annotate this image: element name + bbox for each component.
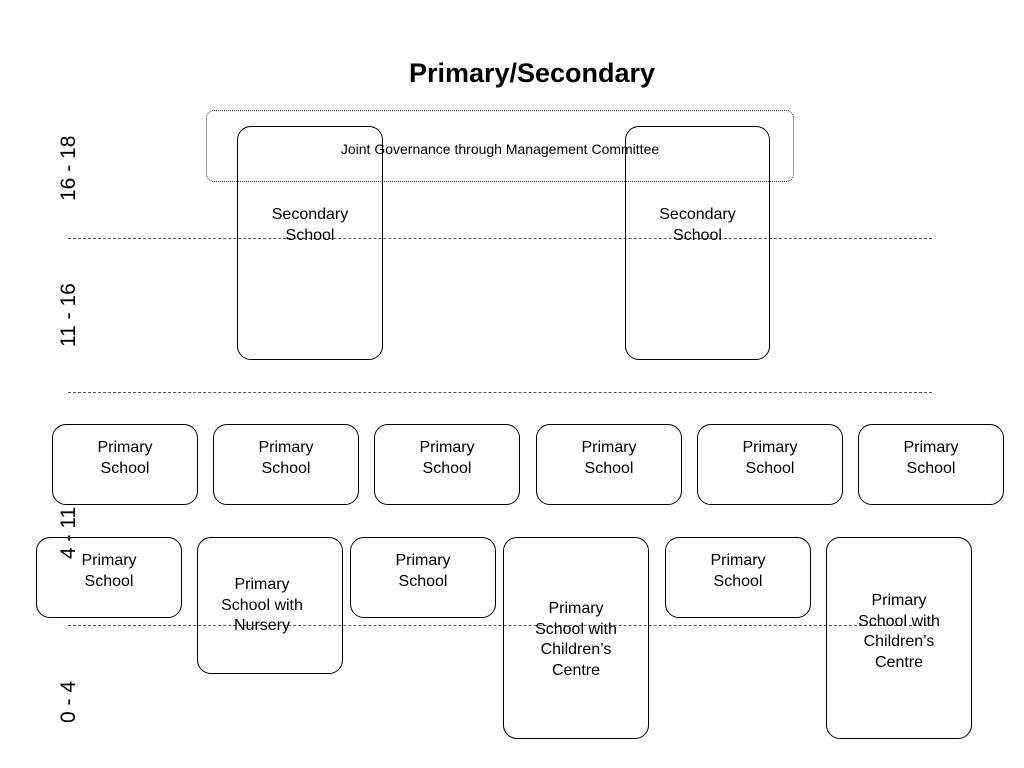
primary-school-row2-3: [350, 537, 496, 618]
secondary-school-1: [237, 126, 383, 360]
diagram-title: Primary/Secondary: [408, 58, 656, 88]
divider-4-11-0-4: [68, 625, 932, 626]
primary-school-row1-5: [697, 424, 843, 505]
primary-school-row1-3: [374, 424, 520, 505]
primary-school-row2-5: [665, 537, 811, 618]
primary-school-row1-1: [52, 424, 198, 505]
secondary-school-2: [625, 126, 770, 360]
divider-11-16-4-11: [68, 392, 932, 393]
governance-box: [206, 110, 794, 182]
primary-school-with-childrens-centre-1: [503, 537, 649, 739]
primary-school-with-nursery: [197, 537, 343, 674]
age-band-16-18: 16 - 18: [57, 135, 80, 201]
primary-school-with-childrens-centre-2: [826, 537, 972, 739]
primary-school-row1-6: [858, 424, 1004, 505]
age-band-11-16: 11 - 16: [57, 283, 80, 347]
governance-label: Joint Governance through Management Comm…: [340, 141, 660, 157]
primary-school-row1-4: [536, 424, 682, 505]
age-band-0-4: 0 - 4: [57, 680, 80, 723]
primary-school-row1-2: [213, 424, 359, 505]
primary-school-row2-1: [36, 537, 182, 618]
divider-16-18-11-16: [68, 238, 932, 239]
